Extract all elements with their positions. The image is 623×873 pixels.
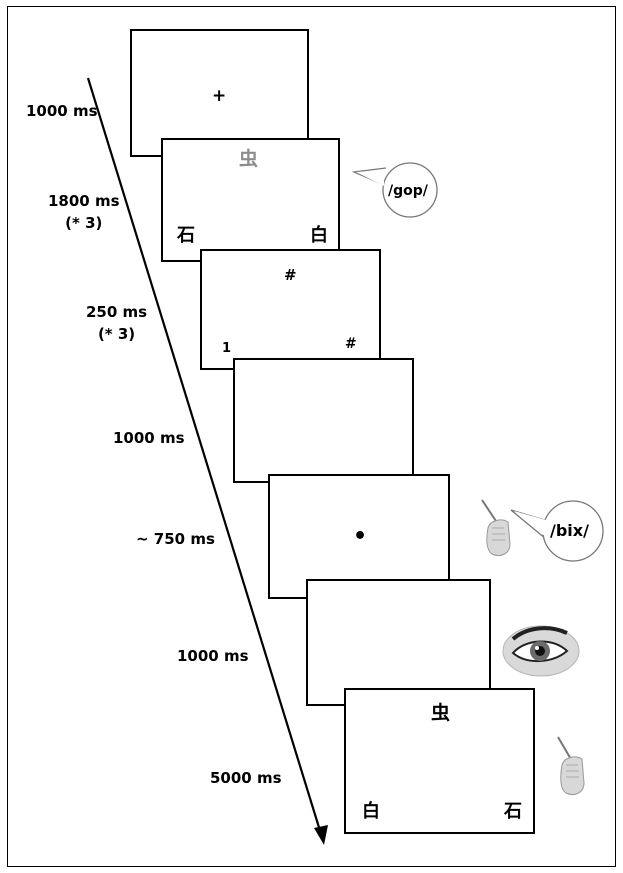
duration-label-5: ~ 750 ms — [136, 530, 215, 548]
screen-prime: 虫 石 白 — [161, 138, 340, 262]
duration-label-3: 250 ms (* 3) — [86, 303, 148, 343]
screen-fixation: + — [130, 29, 309, 157]
duration-label-7: 5000 ms — [210, 769, 282, 787]
screen-target: 虫 白 石 — [344, 688, 535, 834]
duration-label-6: 1000 ms — [177, 647, 249, 665]
prime-left-character: 石 — [177, 225, 195, 246]
mask-top-symbol: # — [284, 266, 297, 284]
prime-right-character: 白 — [310, 225, 328, 246]
target-right-character: 石 — [504, 801, 522, 822]
dot-marker: • — [353, 524, 368, 549]
duration-label-2: 1800 ms (* 3) — [48, 192, 120, 232]
screen-dot: • — [268, 474, 450, 599]
target-top-character: 虫 — [431, 702, 451, 724]
speech-text-bix: /bix/ — [550, 521, 589, 540]
duration-label-4: 1000 ms — [113, 429, 185, 447]
mask-left-symbol: 1 — [222, 341, 232, 356]
mask-right-symbol: # — [345, 336, 357, 352]
screen-blank-2 — [306, 579, 491, 706]
target-left-character: 白 — [362, 801, 380, 822]
duration-label-1: 1000 ms — [26, 102, 98, 120]
prime-top-character: 虫 — [239, 148, 259, 170]
speech-text-gop: /gop/ — [388, 183, 428, 199]
figure-frame — [7, 6, 616, 867]
fixation-cross: + — [212, 86, 227, 106]
